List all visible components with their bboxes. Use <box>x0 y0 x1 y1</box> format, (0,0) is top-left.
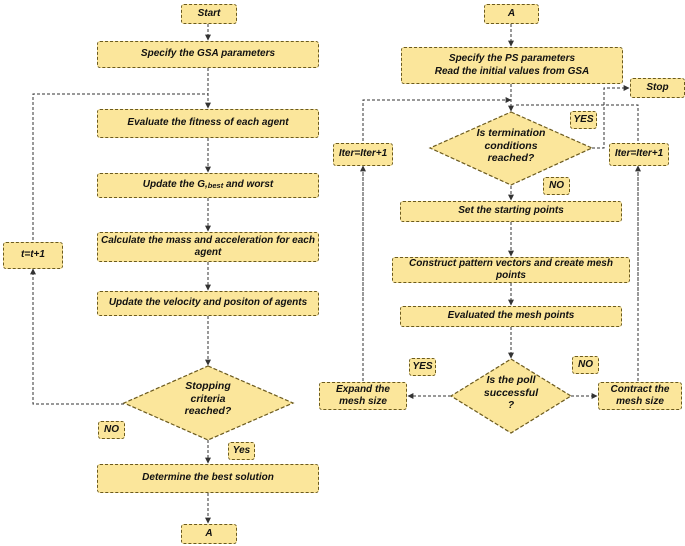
yes-label-top: YES <box>570 111 597 129</box>
poll-successful-text: Is the poll successful ? <box>483 374 539 412</box>
stop-terminal: Stop <box>630 78 685 98</box>
connector-term-stop <box>592 85 630 149</box>
update-suffix-text: and worst <box>223 179 274 191</box>
connector-a-terminal-left: A <box>181 524 237 544</box>
set-starting-points-box: Set the starting points <box>400 201 622 222</box>
update-gbest-worst-box: Update the G,best and worst <box>97 173 319 198</box>
construct-pattern-vectors-box: Construct pattern vectors and create mes… <box>392 257 630 283</box>
update-g-text: G, <box>197 179 208 191</box>
yes-label-left: Yes <box>228 442 255 460</box>
decision-poll <box>449 358 573 434</box>
ps-line-2: Read the initial values from GSA <box>434 65 590 77</box>
loop-t-increment-label: t=t+1 <box>3 242 63 269</box>
update-prefix-text: Update the <box>142 179 198 191</box>
yes-label-mid: YES <box>409 358 436 376</box>
iter-increment-label-left: Iter=Iter+1 <box>333 143 393 166</box>
connector-expand-loop <box>362 97 512 381</box>
mass-line-1: Calculate the mass and acceleration for … <box>101 234 315 246</box>
contract-mesh-size-box: Contract the mesh size <box>598 382 682 410</box>
no-label-top: NO <box>543 177 570 195</box>
contract-line-2: mesh size <box>616 396 664 407</box>
expand-line-2: mesh size <box>339 396 387 407</box>
contract-line-1: Contract the <box>610 383 670 395</box>
ps-line-1: Specify the PS parameters <box>448 53 576 64</box>
decision-stopping-criteria <box>122 365 295 441</box>
update-best-subscript: best <box>207 180 224 190</box>
expand-line-1: Expand the <box>336 383 390 395</box>
decision-termination <box>428 111 594 186</box>
evaluate-fitness-box: Evaluate the fitness of each agent <box>97 109 319 138</box>
termination-conditions-text: Is termination conditions reached? <box>476 127 546 165</box>
stopping-criteria-text: Stopping criteria reached? <box>184 380 232 418</box>
start-terminal: Start <box>181 4 237 24</box>
no-label-left: NO <box>98 421 125 439</box>
specify-gsa-parameters-box: Specify the GSA parameters <box>97 41 319 68</box>
determine-best-solution-box: Determine the best solution <box>97 464 319 493</box>
calculate-mass-box: Calculate the mass and acceleration for … <box>97 232 319 262</box>
mass-line-2: agent <box>194 247 222 258</box>
expand-mesh-size-box: Expand the mesh size <box>319 382 407 410</box>
connector-a-terminal-right: A <box>484 4 539 24</box>
specify-ps-parameters-box: Specify the PS parameters Read the initi… <box>401 47 623 84</box>
update-velocity-box: Update the velocity and positon of agent… <box>97 291 319 316</box>
no-label-mid: NO <box>572 356 599 374</box>
evaluated-mesh-points-box: Evaluated the mesh points <box>400 306 622 327</box>
iter-increment-label-right: Iter=Iter+1 <box>609 143 669 166</box>
